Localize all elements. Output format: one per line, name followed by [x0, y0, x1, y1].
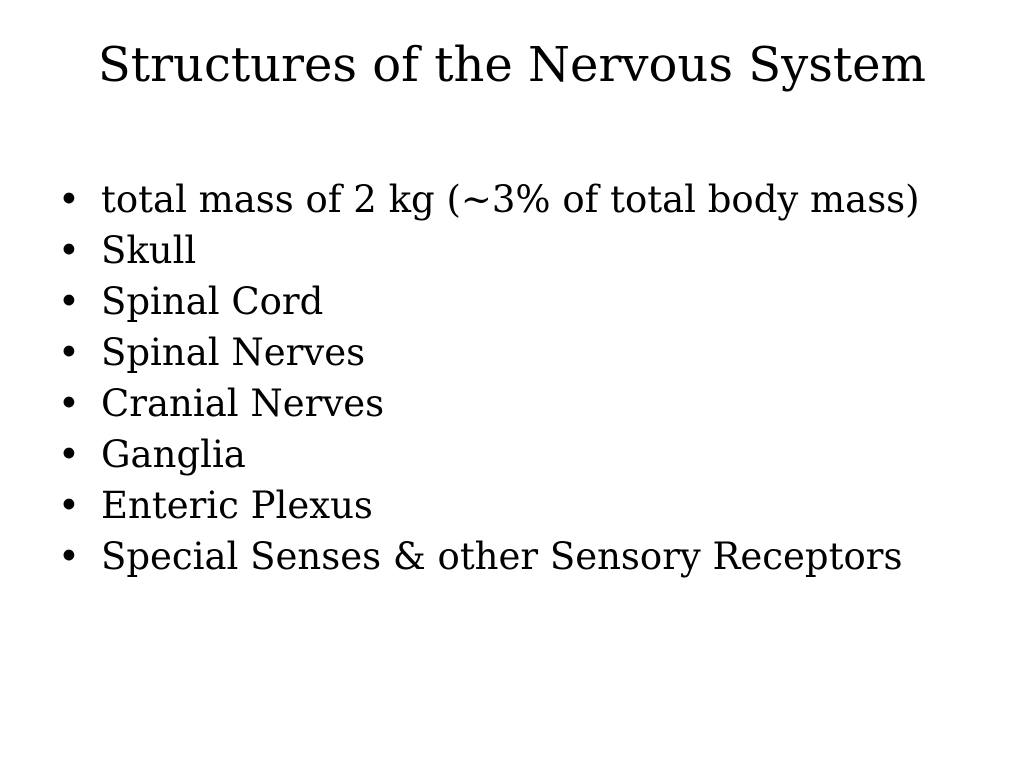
bullet-marker: •: [58, 433, 80, 476]
bullet-item-special-senses: • Special Senses & other Sensory Recepto…: [58, 537, 938, 577]
bullet-marker: •: [58, 484, 80, 527]
bullet-text: Ganglia: [101, 433, 246, 476]
bullet-text: Enteric Plexus: [101, 484, 373, 527]
bullet-item-skull: • Skull: [58, 231, 938, 271]
bullet-text: Skull: [101, 229, 197, 272]
bullet-marker: •: [58, 535, 80, 578]
bullet-item-spinal-cord: • Spinal Cord: [58, 282, 938, 322]
bullet-text: total mass of 2 kg (~3% of total body ma…: [101, 178, 920, 221]
bullet-text: Special Senses & other Sensory Receptors: [101, 535, 903, 578]
bullet-item-enteric-plexus: • Enteric Plexus: [58, 486, 938, 526]
bullet-item-spinal-nerves: • Spinal Nerves: [58, 333, 938, 373]
bullet-item-ganglia: • Ganglia: [58, 435, 938, 475]
bullet-marker: •: [58, 331, 80, 374]
bullet-item-cranial-nerves: • Cranial Nerves: [58, 384, 938, 424]
bullet-text: Spinal Cord: [101, 280, 324, 323]
bullet-marker: •: [58, 229, 80, 272]
bullet-marker: •: [58, 382, 80, 425]
bullet-marker: •: [58, 178, 80, 221]
bullet-list: • total mass of 2 kg (~3% of total body …: [58, 180, 938, 588]
bullet-text: Cranial Nerves: [101, 382, 385, 425]
bullet-item-total-mass: • total mass of 2 kg (~3% of total body …: [58, 180, 938, 220]
slide-title: Structures of the Nervous System: [97, 37, 927, 93]
bullet-text: Spinal Nerves: [101, 331, 366, 374]
bullet-marker: •: [58, 280, 80, 323]
